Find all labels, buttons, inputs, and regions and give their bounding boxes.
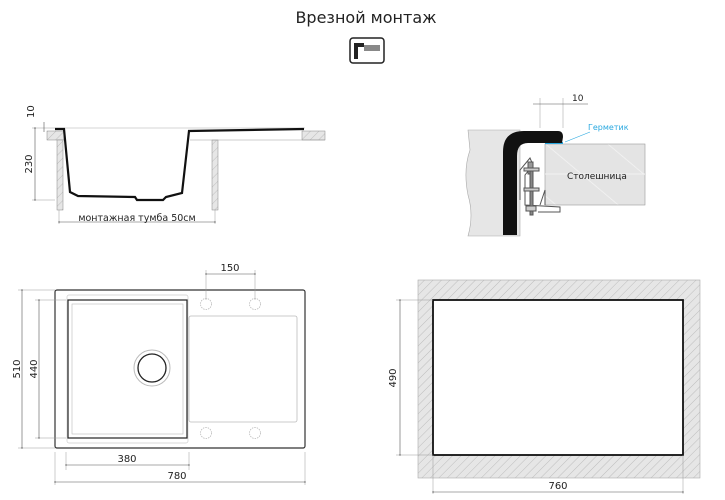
- sink-outline: [54, 289, 306, 449]
- dim-cutout-width: 760: [548, 481, 567, 492]
- cabinet-wall-right: [211, 139, 219, 211]
- flush-mount-icon: [349, 37, 385, 64]
- sink-section-view: 10 230 монтажная тумба 50см: [24, 105, 326, 224]
- drainboard: [188, 315, 298, 423]
- dim-rim: 10: [26, 105, 37, 118]
- countertop-label: Столешница: [567, 172, 627, 182]
- dim-overlap: 10: [572, 94, 584, 104]
- dim-bowl-width: 380: [117, 454, 136, 465]
- drain-icon: [137, 353, 167, 383]
- cabinet-label: монтажная тумба 50см: [78, 213, 195, 224]
- sink-profile: [55, 127, 305, 202]
- dim-length-total: 780: [167, 471, 186, 482]
- bowl: [67, 299, 188, 439]
- dim-width-total: 510: [12, 359, 23, 378]
- dim-cutout-height: 490: [388, 368, 399, 387]
- dim-bowl-depth: 440: [29, 359, 40, 378]
- cutout-view: 490 760: [388, 279, 701, 494]
- dim-depth: 230: [24, 154, 35, 173]
- cutout-opening: [432, 299, 684, 456]
- countertop-right: [301, 130, 326, 141]
- cabinet-wall-left: [56, 139, 64, 211]
- sink-plan-view: 150 510 440 380 780: [12, 263, 306, 485]
- mounting-detail-view: 10 Герметик Столешница: [465, 94, 646, 237]
- sink-edge-profile: [503, 131, 563, 235]
- dim-tap-spacing: 150: [220, 263, 239, 274]
- countertop-left: [46, 130, 65, 141]
- mounting-clip: [519, 157, 561, 216]
- drain-ring: [133, 349, 171, 387]
- page-title: Врезной монтаж: [295, 8, 436, 27]
- sealant-label: Герметик: [588, 123, 629, 132]
